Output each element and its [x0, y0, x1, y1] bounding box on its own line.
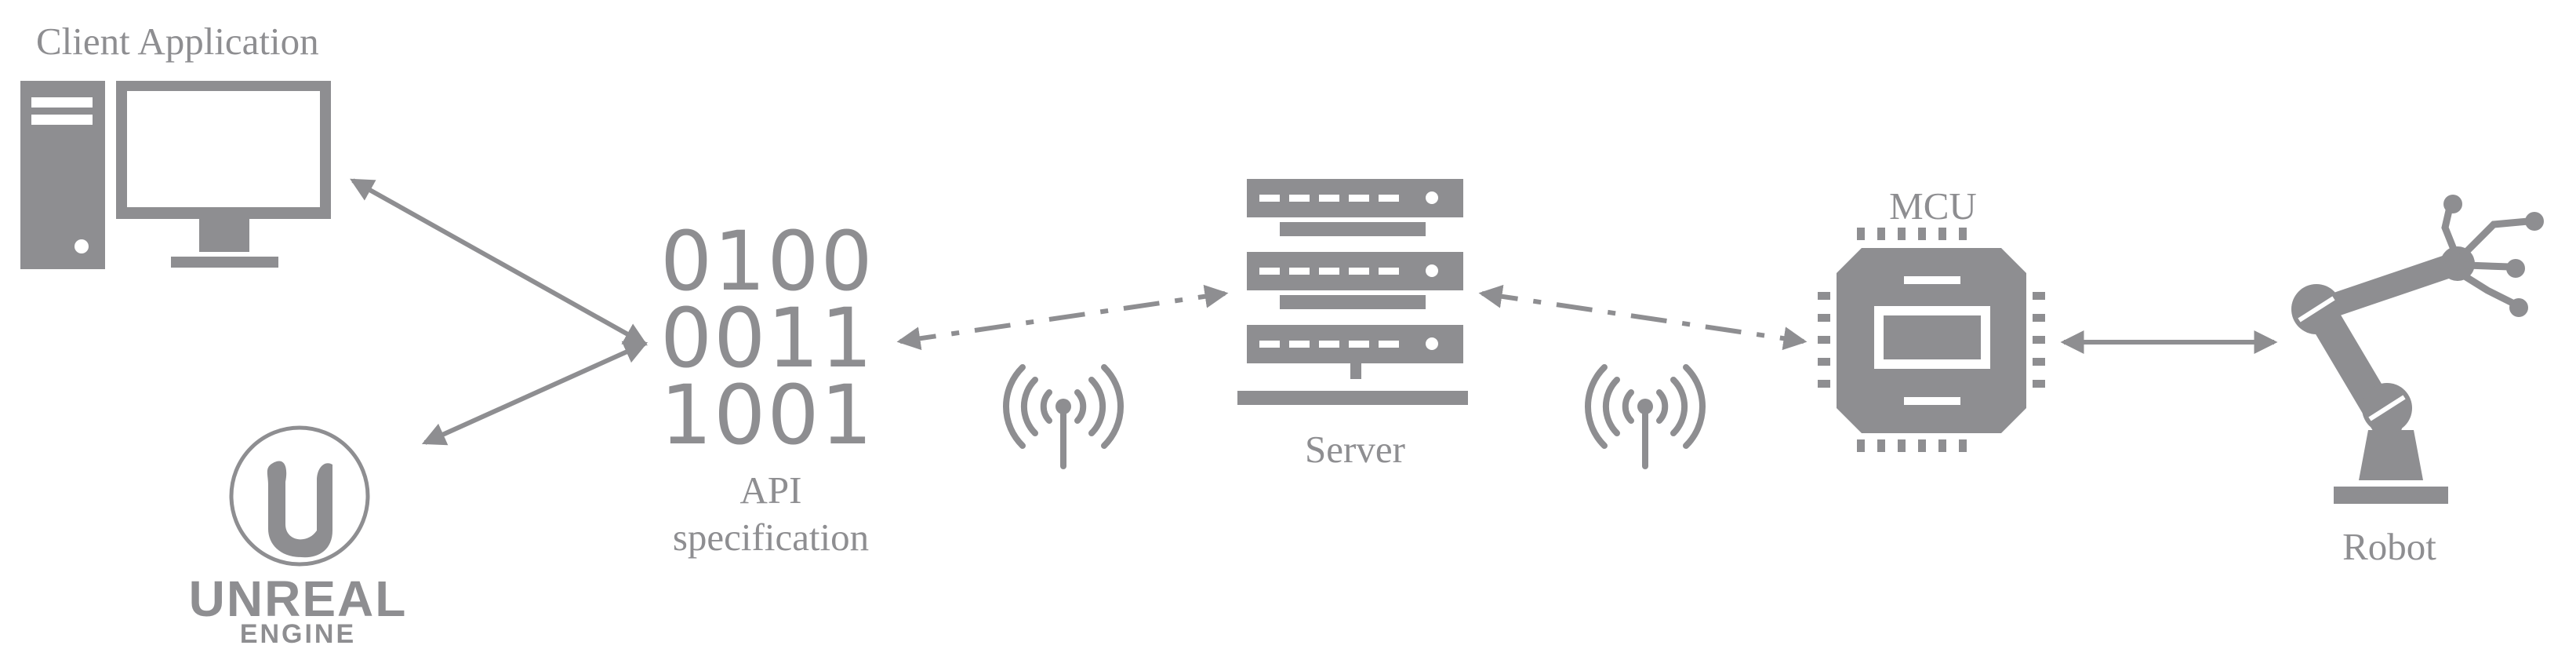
unreal-wordmark-line1: UNREAL: [188, 571, 408, 627]
api-label: API: [739, 469, 802, 512]
binary-line-1: 0100: [660, 213, 874, 309]
robot-arm-icon: [2291, 195, 2544, 504]
server-label: Server: [1305, 428, 1405, 471]
arrow-unreal-to-api: [421, 341, 649, 446]
wireless-antenna-icon: [1584, 364, 1706, 469]
unreal-wordmark-line2: ENGINE: [239, 619, 357, 649]
client-application-label: Client Application: [36, 20, 319, 63]
arrow-server-to-mcu: [1478, 284, 1808, 351]
wireless-antenna-icon: [1002, 364, 1125, 469]
robot-label: Robot: [2342, 525, 2436, 568]
unreal-engine-logo: [229, 425, 370, 567]
arrow-api-to-server: [896, 284, 1229, 351]
computer-monitor: [116, 81, 331, 268]
server-rack-icon: [1237, 179, 1468, 405]
desktop-computer-icon: [20, 81, 331, 269]
binary-line-2: 0011: [660, 290, 874, 386]
mcu-label: MCU: [1889, 184, 1977, 228]
microcontroller-chip-icon: [1818, 228, 2045, 452]
api-specification-label: specification: [672, 516, 870, 559]
arrow-client-to-api: [350, 178, 648, 346]
binary-line-3: 1001: [660, 367, 874, 463]
computer-tower: [20, 81, 105, 269]
